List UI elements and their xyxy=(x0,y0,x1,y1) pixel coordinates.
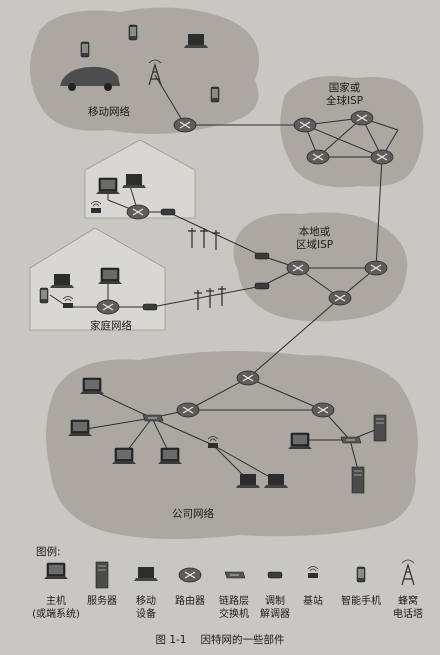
host-icon xyxy=(157,447,183,465)
legend-mobile-label-line1: 移动 xyxy=(136,596,156,607)
legend-basestation-label: 基站 xyxy=(283,596,343,609)
utility-pole-icon xyxy=(187,227,197,249)
host-icon xyxy=(287,432,313,450)
legend-smartphone-icon xyxy=(356,566,366,583)
router-icon xyxy=(173,117,197,133)
legend-host-icon xyxy=(43,562,69,580)
legend-server-icon xyxy=(95,561,109,589)
legend-mobile-label: 移动 设备 xyxy=(116,596,176,621)
legend-router-label-line1: 路由器 xyxy=(175,596,205,607)
legend-modem-icon xyxy=(267,571,283,579)
legend-mobile-label-line2: 设备 xyxy=(136,608,156,620)
modem-icon xyxy=(160,208,176,216)
legend-router-label: 路由器 xyxy=(160,596,220,609)
router-icon xyxy=(126,204,150,220)
smartphone-icon xyxy=(39,287,49,304)
legend-host-label-line2: (或端系统) xyxy=(32,608,80,620)
figure-caption-text: 因特网的一些部件 xyxy=(200,634,285,646)
host-icon xyxy=(111,447,137,465)
router-icon xyxy=(293,117,317,133)
legend-server-label-line1: 服务器 xyxy=(87,596,117,607)
enterprise-network-cloud xyxy=(46,351,418,539)
router-icon xyxy=(96,299,120,315)
mobile-network-label: 移动网络 xyxy=(88,106,130,118)
host-icon xyxy=(67,419,93,437)
local-isp-cloud xyxy=(233,212,408,322)
host-icon xyxy=(79,377,105,395)
legend-tower-label-line1: 蜂窝 xyxy=(398,596,418,607)
legend-cell-tower-icon xyxy=(401,559,415,586)
local-isp-label: 本地或 区域ISP xyxy=(296,226,333,252)
link-layer-switch-icon xyxy=(142,414,164,422)
utility-pole-icon xyxy=(199,227,209,249)
legend-tower-label: 蜂窝 电话塔 xyxy=(378,596,438,621)
utility-pole-icon xyxy=(211,229,221,251)
router-icon xyxy=(286,260,310,276)
legend-basestation-label-line1: 基站 xyxy=(303,596,323,607)
local-isp-label-line1: 本地或 xyxy=(298,226,331,238)
legend-switch-label-line1: 链路层 xyxy=(219,596,249,607)
router-icon xyxy=(306,149,330,165)
legend-host-label: 主机 (或端系统) xyxy=(26,596,86,621)
link-layer-switch-icon xyxy=(340,436,362,444)
global-isp-label-line1: 国家或 xyxy=(328,82,361,94)
global-isp-label: 国家或 全球ISP xyxy=(326,82,363,108)
legend-server-label: 服务器 xyxy=(72,596,132,609)
figure-number: 图 1-1 xyxy=(155,634,187,646)
global-isp-label-line2: 全球ISP xyxy=(326,95,364,108)
router-icon xyxy=(311,402,335,418)
modem-icon xyxy=(254,252,270,260)
utility-pole-icon xyxy=(205,287,215,309)
router-icon xyxy=(350,110,374,126)
legend-base-station-icon xyxy=(307,566,319,579)
router-icon xyxy=(364,260,388,276)
legend-host-label-line1: 主机 xyxy=(46,596,66,607)
home-house-lower xyxy=(29,227,166,331)
legend-title: 图例: xyxy=(36,546,61,558)
smartphone-icon xyxy=(128,24,138,41)
legend-smartphone-label: 智能手机 xyxy=(331,596,391,609)
router-icon xyxy=(328,290,352,306)
legend-modem-label-line1: 调制 xyxy=(265,596,285,607)
car-icon xyxy=(60,66,120,86)
legend-modem-label: 调制 解调器 xyxy=(245,596,305,621)
modem-icon xyxy=(142,303,158,311)
legend-router-icon xyxy=(178,567,202,583)
figure-caption: 图 1-1 因特网的一些部件 xyxy=(0,632,440,647)
home-network-label: 家庭网络 xyxy=(90,320,132,332)
legend-modem-label-line2: 解调器 xyxy=(260,608,290,620)
smartphone-icon xyxy=(80,41,90,58)
local-isp-label-line2: 区域ISP xyxy=(296,239,334,252)
utility-pole-icon xyxy=(193,289,203,311)
server-icon xyxy=(351,466,365,494)
legend-mobile-device-icon xyxy=(134,567,158,581)
utility-pole-icon xyxy=(217,285,227,307)
legend-switch-icon xyxy=(224,571,246,579)
host-icon xyxy=(95,177,121,195)
router-icon xyxy=(370,149,394,165)
modem-icon xyxy=(254,282,270,290)
host-icon xyxy=(97,267,123,285)
legend-switch-label: 链路层 交换机 xyxy=(204,596,264,621)
legend-smartphone-label-line1: 智能手机 xyxy=(341,596,381,607)
mobile-network-cloud xyxy=(30,7,260,134)
router-icon xyxy=(176,402,200,418)
legend-tower-label-line2: 电话塔 xyxy=(393,608,423,620)
router-icon xyxy=(236,370,260,386)
smartphone-icon xyxy=(210,86,220,103)
legend-switch-label-line2: 交换机 xyxy=(219,608,249,620)
server-icon xyxy=(373,414,387,442)
enterprise-network-label: 公司网络 xyxy=(172,508,214,520)
